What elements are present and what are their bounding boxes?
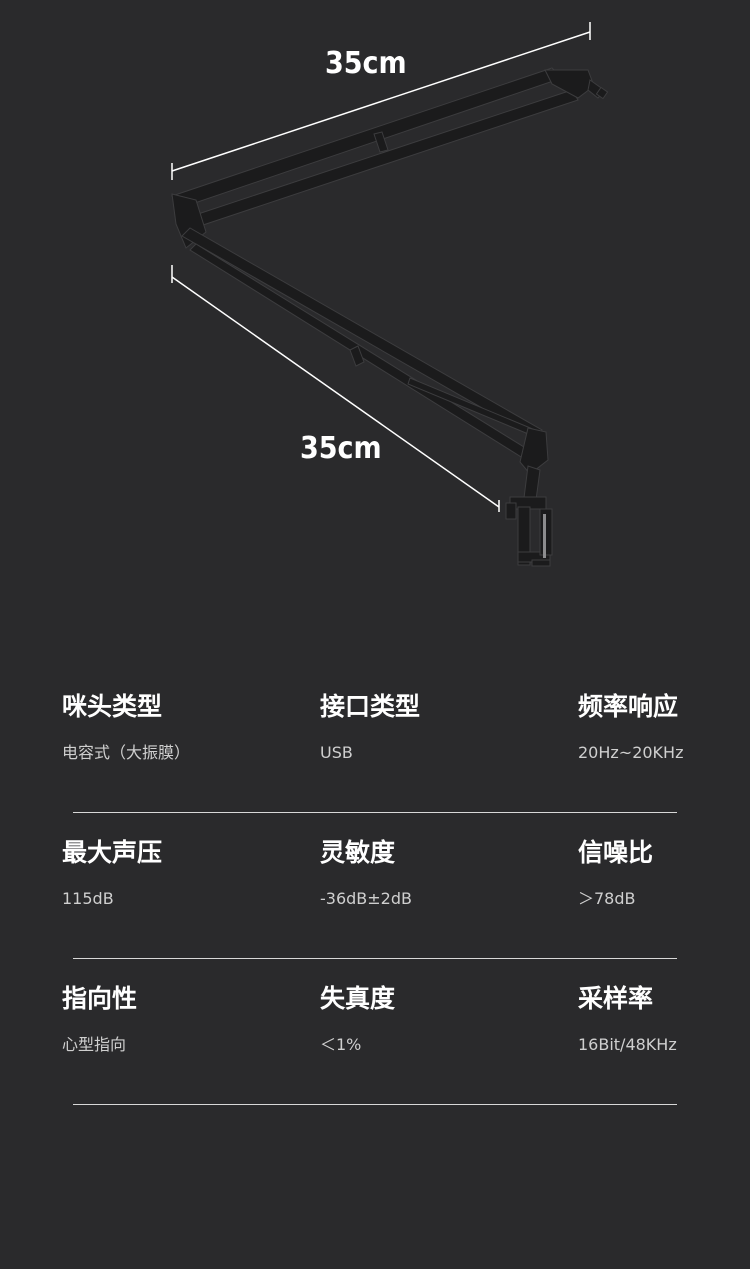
- spec-snr: 信噪比 ＞78dB: [578, 836, 653, 910]
- spec-polar-pattern: 指向性 心型指向: [62, 982, 137, 1056]
- spec-title: 频率响应: [578, 692, 679, 721]
- spec-title: 采样率: [578, 984, 654, 1013]
- spec-value: ＞78dB: [578, 889, 636, 908]
- spec-value: ＜1%: [320, 1035, 362, 1054]
- spec-frequency-response: 频率响应 20Hz~20KHz: [578, 690, 683, 764]
- spec-interface-type: 接口类型 USB: [320, 690, 420, 764]
- spec-max-spl: 最大声压 115dB: [62, 836, 162, 910]
- spec-title: 接口类型: [320, 692, 421, 721]
- spec-sensitivity: 灵敏度 -36dB±2dB: [320, 836, 412, 910]
- spec-row-2: 最大声压 115dB 灵敏度 -36dB±2dB 信噪比 ＞78dB: [0, 836, 750, 982]
- spec-value: 电容式（大振膜）: [62, 743, 191, 762]
- spec-title: 最大声压: [62, 838, 163, 867]
- spec-row-1: 咪头类型 电容式（大振膜） 接口类型 USB 频率响应 20Hz~20KHz: [0, 690, 750, 836]
- spec-value: 16Bit/48KHz: [578, 1035, 677, 1054]
- divider: [73, 1104, 677, 1105]
- divider: [73, 958, 677, 959]
- spec-distortion: 失真度 ＜1%: [320, 982, 395, 1056]
- spec-value: 20Hz~20KHz: [578, 743, 684, 762]
- upper-dimension-line: [171, 22, 591, 180]
- spec-value: -36dB±2dB: [320, 889, 412, 908]
- specs-table: 咪头类型 电容式（大振膜） 接口类型 USB 频率响应 20Hz~20KHz 最…: [0, 690, 750, 1128]
- spec-value: 115dB: [62, 889, 114, 908]
- spec-title: 灵敏度: [320, 838, 396, 867]
- lower-dimension-line: [171, 265, 500, 512]
- spec-title: 信噪比: [578, 838, 654, 867]
- upper-arm-length-label: 35cm: [325, 46, 407, 81]
- spec-row-3: 指向性 心型指向 失真度 ＜1% 采样率 16Bit/48KHz: [0, 982, 750, 1128]
- boom-arm-illustration: 35cm 35cm: [170, 22, 609, 567]
- spec-mic-type: 咪头类型 电容式（大振膜）: [62, 690, 190, 764]
- boom-arm: [170, 67, 609, 567]
- spec-sample-rate: 采样率 16Bit/48KHz: [578, 982, 677, 1056]
- divider: [73, 812, 677, 813]
- spec-title: 咪头类型: [62, 692, 163, 721]
- spec-value: USB: [320, 743, 353, 762]
- lower-arm-length-label: 35cm: [300, 431, 382, 466]
- spec-title: 指向性: [62, 984, 138, 1013]
- spec-title: 失真度: [320, 984, 396, 1013]
- spec-value: 心型指向: [62, 1035, 127, 1054]
